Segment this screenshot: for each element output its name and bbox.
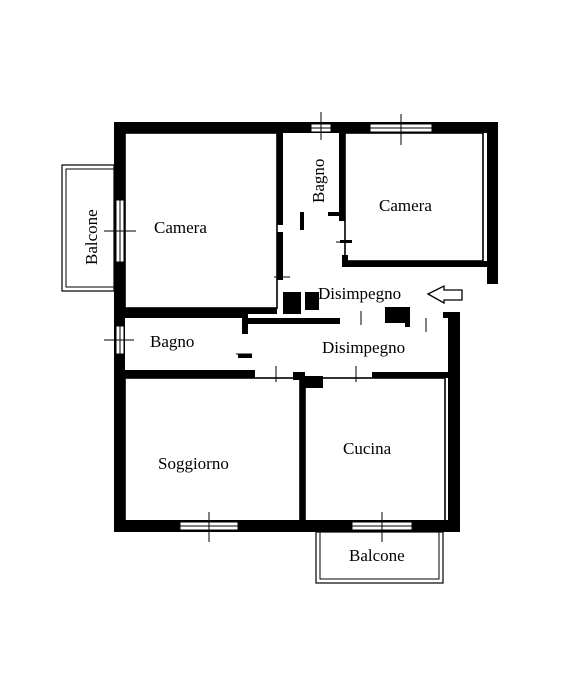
label-balcone-bottom: Balcone [349, 546, 405, 565]
room-labels: Balcone Camera Bagno Camera Disimpegno B… [82, 159, 432, 565]
label-bagno-left: Bagno [150, 332, 194, 351]
label-camera-left: Camera [154, 218, 207, 237]
door-markers [236, 241, 427, 382]
wall-right-lower [448, 312, 460, 532]
windows [104, 112, 433, 542]
balconies [61, 164, 444, 584]
interior-walls [125, 133, 490, 521]
label-balcone-left: Balcone [82, 209, 101, 265]
entrance-arrow-icon [426, 284, 463, 305]
label-disimpegno-mid: Disimpegno [322, 338, 405, 357]
label-camera-right: Camera [379, 196, 432, 215]
label-bagno-top: Bagno [309, 159, 328, 203]
wall-top [114, 122, 498, 133]
label-soggiorno: Soggiorno [158, 454, 229, 473]
label-disimpegno-top: Disimpegno [318, 284, 401, 303]
label-cucina: Cucina [343, 439, 392, 458]
wall-right-upper [487, 122, 498, 284]
